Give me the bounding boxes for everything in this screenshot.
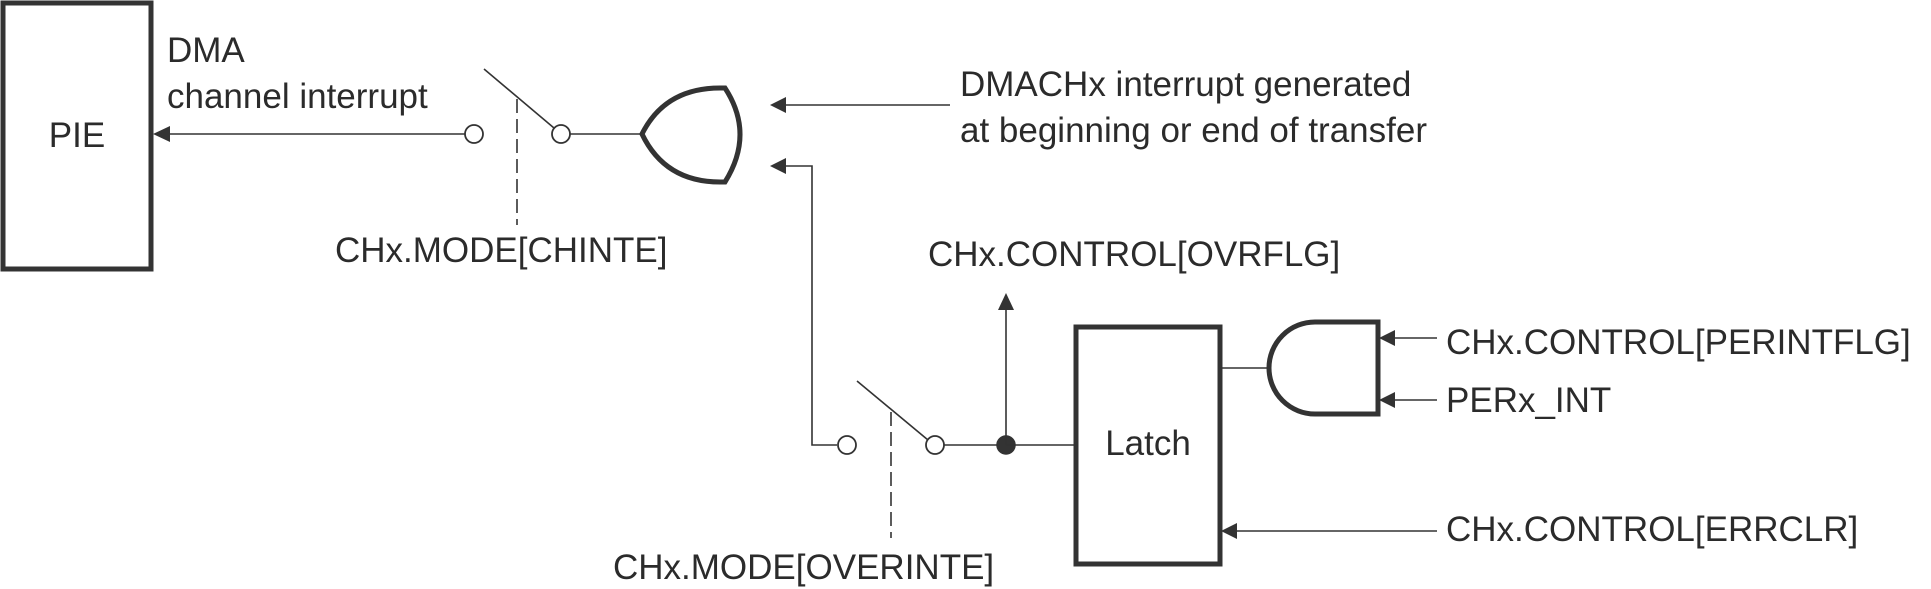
arrow-into-or-bottom (770, 158, 786, 174)
overinte-label: CHx.MODE[OVERINTE] (613, 548, 994, 587)
or-gate (639, 85, 743, 185)
arrow-into-or-top (770, 97, 786, 113)
latch-block (1073, 324, 1223, 567)
chinte-switch-blade (483, 68, 555, 129)
dmach-label-line2: at beginning or end of transfer (960, 111, 1427, 150)
overinte-switch-right-contact (925, 435, 945, 455)
overinte-switch-blade (856, 380, 929, 441)
ovrflg-label: CHx.CONTROL[OVRFLG] (928, 235, 1340, 274)
chinte-switch-left-contact (464, 124, 484, 144)
perintflg-label: CHx.CONTROL[PERINTFLG] (1446, 323, 1911, 362)
dma-label-line2: channel interrupt (167, 77, 428, 116)
pie-block (0, 0, 154, 272)
overflow-return-wire (785, 165, 837, 446)
arrow-into-and-top (1379, 330, 1395, 346)
overinte-switch-left-contact (837, 435, 857, 455)
arrow-to-ovrflg (998, 293, 1014, 310)
dmach-label-line1: DMACHx interrupt generated (960, 65, 1411, 104)
pie-label: PIE (49, 116, 105, 155)
chinte-label: CHx.MODE[CHINTE] (335, 231, 668, 270)
dma-label-line1: DMA (167, 31, 245, 70)
latch-label: Latch (1105, 424, 1191, 463)
and-gate (1266, 319, 1381, 417)
arrow-into-and-bottom (1379, 392, 1395, 408)
errclr-label: CHx.CONTROL[ERRCLR] (1446, 510, 1858, 549)
arrow-into-pie (153, 126, 170, 142)
perx-int-label: PERx_INT (1446, 381, 1611, 420)
chinte-switch-right-contact (551, 124, 571, 144)
arrow-into-latch (1221, 523, 1237, 539)
